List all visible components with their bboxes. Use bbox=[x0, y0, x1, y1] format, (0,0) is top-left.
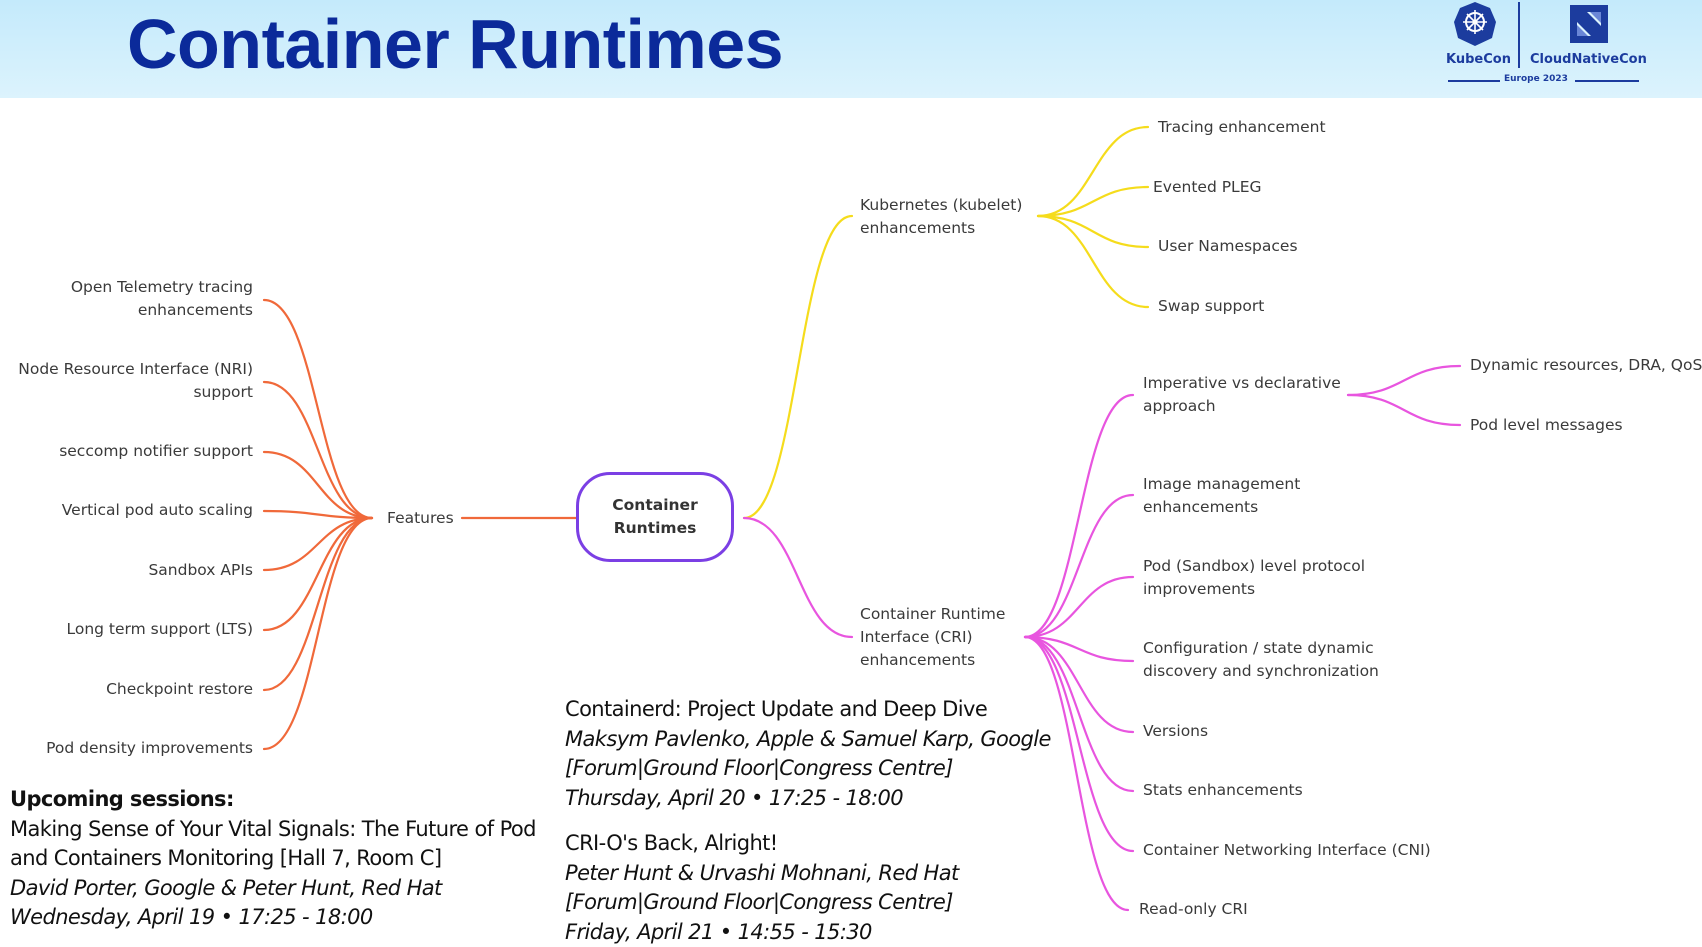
kubelet-node[interactable]: Kubernetes (kubelet) enhancements bbox=[860, 194, 1022, 240]
node-line: Node Resource Interface (NRI) bbox=[18, 358, 253, 381]
node-line: enhancements bbox=[860, 217, 1022, 240]
node-line: enhancements bbox=[1143, 496, 1300, 519]
node-line: Image management bbox=[1143, 473, 1300, 496]
kubelet-user-namespaces[interactable]: User Namespaces bbox=[1158, 235, 1298, 258]
cri-dynamic-resources[interactable]: Dynamic resources, DRA, QoS bbox=[1470, 354, 1702, 377]
session-2-speakers: Maksym Pavlenko, Apple & Samuel Karp, Go… bbox=[565, 725, 1051, 755]
kubelet-evented-pleg[interactable]: Evented PLEG bbox=[1153, 176, 1262, 199]
session-containerd: Containerd: Project Update and Deep Dive… bbox=[565, 695, 1051, 813]
cri-connector-0 bbox=[1025, 395, 1133, 637]
node-line: Configuration / state dynamic bbox=[1143, 637, 1379, 660]
node-line: approach bbox=[1143, 395, 1341, 418]
features-connector-2 bbox=[264, 452, 372, 518]
node-line: enhancements bbox=[860, 649, 1005, 672]
feature-checkpoint-restore[interactable]: Checkpoint restore bbox=[106, 678, 253, 701]
node-line: Pod (Sandbox) level protocol bbox=[1143, 555, 1365, 578]
session-crio: CRI-O's Back, Alright! Peter Hunt & Urva… bbox=[565, 829, 959, 947]
session-2-when: Thursday, April 20 • 17:25 - 18:00 bbox=[565, 784, 1051, 814]
upcoming-sessions-left: Upcoming sessions: Making Sense of Your … bbox=[10, 785, 536, 933]
center-node-line1: Container bbox=[612, 494, 697, 517]
node-line: enhancements bbox=[71, 299, 253, 322]
cri-pod-sandbox-protocol[interactable]: Pod (Sandbox) level protocol improvement… bbox=[1143, 555, 1365, 601]
cri-stats-enhancements[interactable]: Stats enhancements bbox=[1143, 779, 1303, 802]
features-connector-5 bbox=[264, 518, 372, 630]
cri-node[interactable]: Container Runtime Interface (CRI) enhanc… bbox=[860, 603, 1005, 672]
node-line: Interface (CRI) bbox=[860, 626, 1005, 649]
node-line: support bbox=[18, 381, 253, 404]
session-3-when: Friday, April 21 • 14:55 - 15:30 bbox=[565, 918, 959, 947]
session-3-title: CRI-O's Back, Alright! bbox=[565, 829, 959, 859]
session-2-title: Containerd: Project Update and Deep Dive bbox=[565, 695, 1051, 725]
feature-sandbox-apis[interactable]: Sandbox APIs bbox=[148, 559, 253, 582]
node-line: improvements bbox=[1143, 578, 1365, 601]
features-connector-1 bbox=[264, 382, 372, 518]
kubelet-tracing-enhancement[interactable]: Tracing enhancement bbox=[1158, 116, 1326, 139]
sessions-heading: Upcoming sessions: bbox=[10, 785, 536, 815]
feature-seccomp-notifier[interactable]: seccomp notifier support bbox=[59, 440, 253, 463]
session-2-location: [Forum|Ground Floor|Congress Centre] bbox=[565, 754, 1051, 784]
session-1-when: Wednesday, April 19 • 17:25 - 18:00 bbox=[10, 903, 536, 933]
node-line: Open Telemetry tracing bbox=[71, 276, 253, 299]
session-1-title-line1: Making Sense of Your Vital Signals: The … bbox=[10, 815, 536, 845]
node-line: Container Runtime bbox=[860, 603, 1005, 626]
cri-image-management[interactable]: Image management enhancements bbox=[1143, 473, 1300, 519]
center-node-line2: Runtimes bbox=[612, 517, 697, 540]
feature-nri-support[interactable]: Node Resource Interface (NRI) support bbox=[18, 358, 253, 404]
cri-imperative-vs-declarative[interactable]: Imperative vs declarative approach bbox=[1143, 372, 1341, 418]
center-to-cri-connector bbox=[744, 518, 852, 637]
kubelet-swap-support[interactable]: Swap support bbox=[1158, 295, 1264, 318]
center-node[interactable]: Container Runtimes bbox=[576, 472, 734, 562]
node-line: Imperative vs declarative bbox=[1143, 372, 1341, 395]
features-node[interactable]: Features bbox=[387, 507, 454, 530]
node-line: discovery and synchronization bbox=[1143, 660, 1379, 683]
cri-configuration-discovery[interactable]: Configuration / state dynamic discovery … bbox=[1143, 637, 1379, 683]
imperative-connector-1 bbox=[1348, 395, 1460, 425]
kubelet-connector-1 bbox=[1038, 187, 1148, 216]
kubelet-connector-2 bbox=[1038, 216, 1148, 247]
session-1-title-line2: and Containers Monitoring [Hall 7, Room … bbox=[10, 844, 536, 874]
features-connector-7 bbox=[264, 518, 372, 749]
feature-lts[interactable]: Long term support (LTS) bbox=[66, 618, 253, 641]
cri-versions[interactable]: Versions bbox=[1143, 720, 1208, 743]
session-3-speakers: Peter Hunt & Urvashi Mohnani, Red Hat bbox=[565, 859, 959, 889]
session-1-speakers: David Porter, Google & Peter Hunt, Red H… bbox=[10, 874, 536, 904]
feature-open-telemetry[interactable]: Open Telemetry tracing enhancements bbox=[71, 276, 253, 322]
feature-vertical-pod-autoscaling[interactable]: Vertical pod auto scaling bbox=[62, 499, 253, 522]
node-line: Kubernetes (kubelet) bbox=[860, 194, 1022, 217]
feature-pod-density[interactable]: Pod density improvements bbox=[46, 737, 253, 760]
cri-pod-level-messages[interactable]: Pod level messages bbox=[1470, 414, 1623, 437]
session-3-location: [Forum|Ground Floor|Congress Centre] bbox=[565, 888, 959, 918]
cri-cni[interactable]: Container Networking Interface (CNI) bbox=[1143, 839, 1431, 862]
cri-read-only[interactable]: Read-only CRI bbox=[1139, 898, 1248, 921]
kubelet-connector-3 bbox=[1038, 216, 1148, 307]
imperative-connector-0 bbox=[1348, 366, 1460, 395]
center-to-kubelet-connector bbox=[744, 216, 852, 518]
